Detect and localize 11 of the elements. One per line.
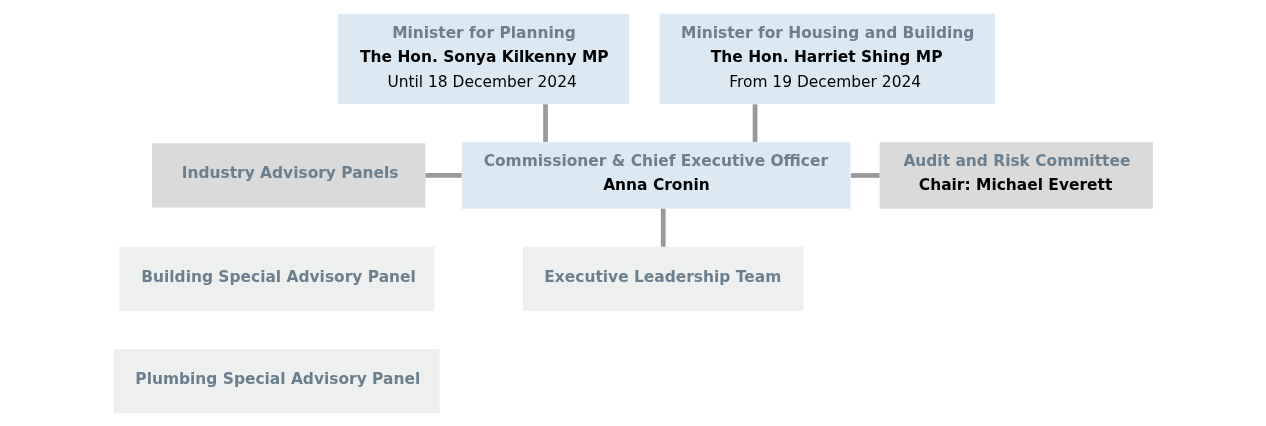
connector: [425, 172, 462, 178]
node-box: Minister for Planning The Hon. Sonya Kilkenny MP Until 18 December 2024: [337, 13, 629, 104]
connector: [542, 103, 548, 142]
node-box: Industry Advisory Panels: [151, 142, 425, 208]
node-box: Commissioner & Chief Executive Officer Anna Cronin: [461, 141, 850, 209]
node-box: Minister for Housing and Building The Hon. Harriet Shing MP From 19 December 2024: [659, 13, 995, 104]
connector: [752, 103, 757, 142]
connector: [850, 172, 880, 178]
node-box: Executive Leadership Team: [522, 246, 803, 311]
connector: [660, 208, 666, 247]
node-box: Audit and Risk Committee Chair: Michael Everett: [879, 141, 1153, 209]
